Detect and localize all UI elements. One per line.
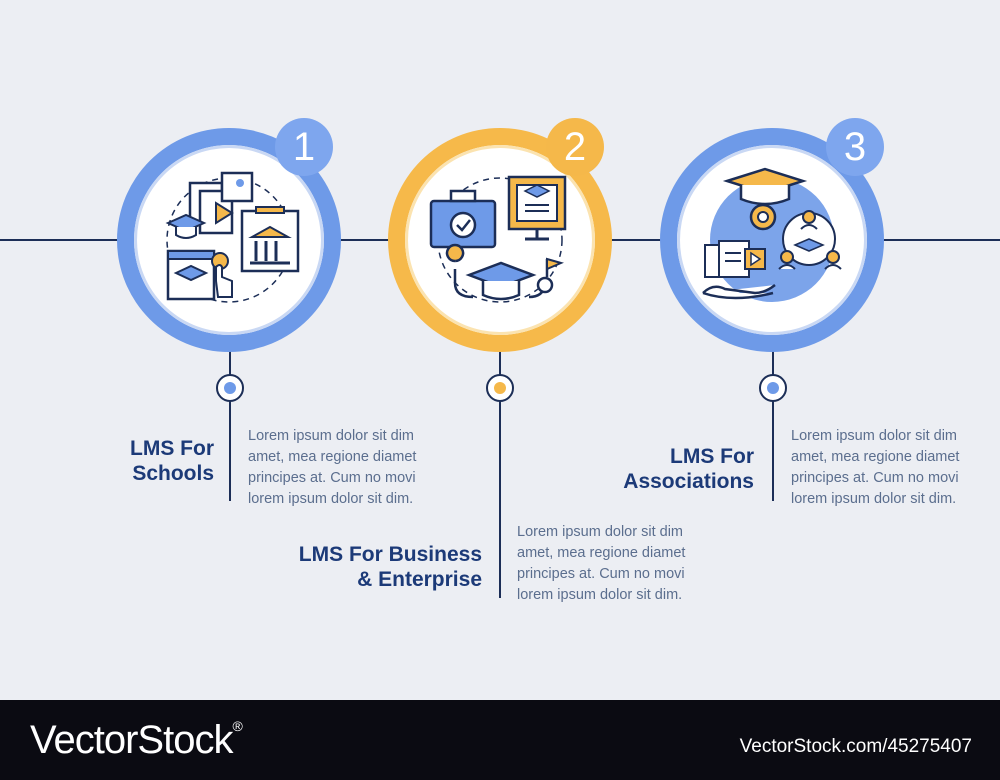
connector-line-3 (772, 345, 774, 375)
step-2-desc-line: Lorem ipsum dolor sit dim (517, 524, 683, 540)
step-2-title-line1: LMS For Business (298, 543, 482, 566)
associations-network-icon (702, 167, 842, 302)
step-3-desc-line: principes at. Cum no movi (791, 470, 959, 486)
step-3-description: Lorem ipsum dolor sit dim amet, mea regi… (791, 426, 1000, 510)
step-3-desc-line: lorem ipsum dolor sit dim. (791, 491, 957, 507)
step-2-desc-line: principes at. Cum no movi (517, 566, 685, 582)
step-2-desc-line: lorem ipsum dolor sit dim. (517, 587, 683, 603)
step-1-title: LMS For Schools (130, 436, 214, 486)
connector-line-2-lower (499, 401, 501, 598)
step-1-title-line2: Schools (132, 462, 214, 485)
step-3-desc-line: amet, mea regione diamet (791, 449, 960, 465)
vectorstock-logo[interactable]: VectorStock® (30, 718, 243, 763)
step-3-title-line1: LMS For (670, 445, 754, 468)
step-3-title-line2: Associations (623, 470, 754, 493)
step-2-desc-line: amet, mea regione diamet (517, 545, 686, 561)
business-briefcase-icon (429, 175, 567, 303)
connector-line-2 (499, 345, 501, 375)
step-2-title-line2: & Enterprise (357, 568, 482, 591)
step-2-marker (486, 374, 514, 402)
schools-education-icon (165, 171, 300, 303)
footer-bar (0, 700, 1000, 780)
step-2-badge: 2 (546, 118, 604, 176)
step-1-desc-line: lorem ipsum dolor sit dim. (248, 491, 414, 507)
step-3-badge: 3 (826, 118, 884, 176)
step-1-description: Lorem ipsum dolor sit dim amet, mea regi… (248, 426, 458, 510)
step-1-desc-line: principes at. Cum no movi (248, 470, 416, 486)
step-1-badge: 1 (275, 118, 333, 176)
step-3-desc-line: Lorem ipsum dolor sit dim (791, 428, 957, 444)
step-3-marker (759, 374, 787, 402)
logo-text: VectorStock (30, 718, 233, 762)
connector-line-3-lower (772, 401, 774, 501)
step-2-description: Lorem ipsum dolor sit dim amet, mea regi… (517, 522, 727, 606)
step-2-title: LMS For Business & Enterprise (299, 542, 482, 592)
step-1-desc-line: amet, mea regione diamet (248, 449, 417, 465)
step-1-desc-line: Lorem ipsum dolor sit dim (248, 428, 414, 444)
step-1-marker (216, 374, 244, 402)
step-1-title-line1: LMS For (130, 437, 214, 460)
step-3-title: LMS For Associations (623, 444, 754, 494)
connector-line-1 (229, 345, 231, 375)
connector-line-1-lower (229, 401, 231, 501)
registered-mark: ® (232, 718, 242, 734)
stock-id-link[interactable]: VectorStock.com/45275407 (739, 736, 972, 757)
